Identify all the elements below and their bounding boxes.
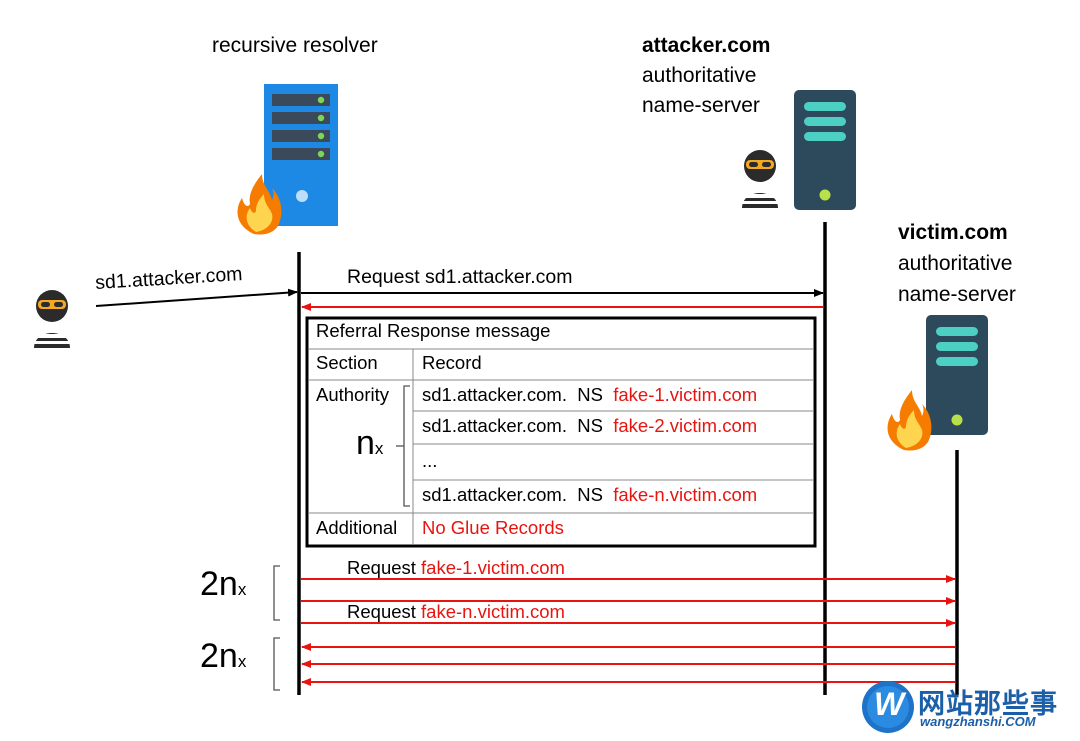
resolver-label: recursive resolver <box>212 34 378 57</box>
authority-record-ellipsis: ... <box>422 450 438 471</box>
referral-table <box>305 316 817 548</box>
authority-nx-count: nx <box>356 424 384 462</box>
victim-ns-line1: authoritative <box>898 252 1013 275</box>
lower-count-bracket <box>273 637 280 691</box>
watermark-logo-icon <box>862 681 914 733</box>
request-fake-n-label: Request fake-n.victim.com <box>347 601 565 622</box>
attacker-ns-hacker-icon <box>742 150 778 208</box>
authority-record-n: sd1.attacker.com. NS fake-n.victim.com <box>422 484 758 505</box>
upper-2nx-count: 2nx <box>200 565 247 603</box>
victim-fire-icon <box>887 390 932 451</box>
request-attacker-label: Request sd1.attacker.com <box>347 266 573 288</box>
client-hacker-icon <box>34 290 70 348</box>
watermark-brand: 网站那些事 <box>918 689 1058 720</box>
victim-ns-domain: victim.com <box>898 221 1008 244</box>
request-fake-1-label: Request fake-1.victim.com <box>347 557 565 578</box>
attacker-ns-server-icon <box>794 90 856 210</box>
referral-title: Referral Response message <box>316 320 551 341</box>
watermark-domain: wangzhanshi.COM <box>920 714 1036 729</box>
attacker-ns-line1: authoritative <box>642 64 757 87</box>
client-query-arrow <box>95 288 298 307</box>
attacker-ns-line2: name-server <box>642 94 760 117</box>
additional-value: No Glue Records <box>422 517 564 538</box>
victim-ns-server-icon <box>926 315 988 435</box>
additional-label: Additional <box>316 517 398 538</box>
attacker-ns-domain: attacker.com <box>642 34 771 57</box>
victim-ns-line2: name-server <box>898 283 1016 306</box>
upper-count-bracket <box>273 565 280 621</box>
lower-2nx-count: 2nx <box>200 637 247 675</box>
authority-record-1: sd1.attacker.com. NS fake-1.victim.com <box>422 384 758 405</box>
col-record-header: Record <box>422 352 482 373</box>
authority-label: Authority <box>316 384 390 405</box>
authority-record-2: sd1.attacker.com. NS fake-2.victim.com <box>422 415 758 436</box>
watermark-logo-letter: W <box>874 686 905 722</box>
col-section-header: Section <box>316 352 378 373</box>
